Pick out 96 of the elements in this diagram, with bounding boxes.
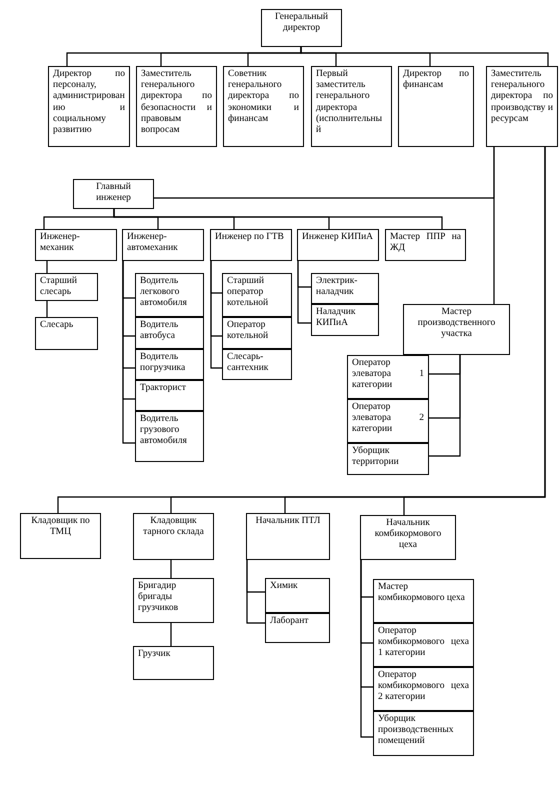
position-box bbox=[311, 273, 379, 304]
connector-line bbox=[46, 261, 48, 273]
position-title: Химик bbox=[270, 581, 299, 592]
position-title: Оператор комбикормового цеха 1 категории bbox=[378, 626, 469, 660]
connector-line bbox=[46, 301, 48, 317]
position-box bbox=[48, 66, 130, 147]
position-box bbox=[135, 317, 204, 349]
position-box bbox=[347, 443, 429, 475]
position-box bbox=[35, 317, 98, 350]
position-title: Инженер-автомеханик bbox=[127, 232, 179, 254]
position-title: Инженер по ГТВ bbox=[215, 232, 285, 244]
connector-line bbox=[170, 560, 172, 578]
position-box bbox=[398, 66, 474, 147]
position-title: Слесарь-сантехник bbox=[227, 352, 270, 374]
position-box bbox=[122, 229, 204, 261]
position-box bbox=[246, 513, 330, 560]
position-title: Начальник комбикормового цеха bbox=[374, 518, 442, 552]
position-title: Водитель автобуса bbox=[140, 320, 180, 342]
position-box bbox=[135, 349, 204, 380]
position-title: Тракторист bbox=[140, 383, 187, 394]
position-title: Первый заместитель генерального директора (исполнительный bbox=[316, 69, 383, 136]
position-title: Мастер ППР на ЖД bbox=[390, 232, 461, 254]
position-title: Начальник ПТЛ bbox=[254, 516, 322, 528]
position-box bbox=[222, 349, 292, 380]
position-title: Мастер производственного участка bbox=[416, 307, 496, 341]
connector-line bbox=[113, 209, 443, 229]
position-title: Оператор комбикормового цеха 2 категории bbox=[378, 670, 469, 704]
position-box bbox=[373, 623, 474, 667]
position-title: Лаборант bbox=[270, 616, 310, 628]
position-box bbox=[135, 411, 204, 462]
position-title: Старший оператор котельной bbox=[227, 276, 270, 310]
position-box bbox=[486, 66, 558, 147]
position-title: Оператор элеватора 1 категории bbox=[352, 358, 424, 392]
position-title: Кладовщик тарного склада bbox=[142, 516, 205, 538]
position-title: Оператор элеватора 2 категории bbox=[352, 402, 424, 436]
position-title: Электрик-наладчик bbox=[316, 276, 358, 298]
position-title: Директор по персоналу, администрированию и социальному развитию bbox=[53, 69, 125, 136]
position-title: Оператор котельной bbox=[227, 320, 270, 342]
position-box bbox=[311, 66, 392, 147]
position-box bbox=[403, 304, 510, 355]
position-title: Заместитель генерального директора по производству и ресурсам bbox=[491, 69, 553, 126]
connector-line bbox=[297, 261, 311, 324]
position-box bbox=[135, 273, 204, 317]
position-box bbox=[373, 711, 474, 756]
position-title: Грузчик bbox=[138, 649, 172, 660]
position-box bbox=[385, 229, 466, 261]
position-box bbox=[133, 578, 214, 623]
position-box bbox=[133, 646, 214, 680]
position-box bbox=[347, 355, 429, 399]
position-title: Инженер КИПиА bbox=[302, 232, 374, 244]
position-box bbox=[222, 273, 292, 317]
position-title: Заместитель генерального директора по безопасности и правовым вопросам bbox=[141, 69, 212, 136]
position-title: Уборщик производственных помещений bbox=[378, 714, 454, 748]
position-title: Уборщик территории bbox=[352, 446, 400, 468]
position-title: Кладовщик по ТМЦ bbox=[30, 516, 91, 538]
connector-line bbox=[493, 147, 495, 304]
position-box bbox=[136, 66, 217, 147]
position-title: Бригадир бригады грузчиков bbox=[138, 581, 180, 615]
position-box bbox=[133, 513, 214, 560]
position-box bbox=[20, 513, 101, 559]
position-title: Водитель легкового автомобиля bbox=[140, 276, 188, 310]
position-box bbox=[222, 317, 292, 349]
position-box bbox=[35, 229, 117, 261]
connector-line bbox=[246, 560, 265, 624]
position-box bbox=[135, 380, 204, 411]
position-title: Старший слесарь bbox=[40, 276, 78, 298]
position-box bbox=[297, 229, 379, 261]
position-title: Директор по финансам bbox=[403, 69, 469, 92]
connector-line bbox=[360, 560, 373, 738]
position-title: Главный инженер bbox=[95, 182, 132, 204]
position-title: Слесарь bbox=[40, 320, 74, 332]
position-box bbox=[73, 179, 154, 209]
position-box bbox=[261, 9, 342, 47]
position-box bbox=[373, 667, 474, 711]
position-title: Инженер-механик bbox=[40, 232, 81, 254]
position-box bbox=[265, 613, 330, 643]
connector-line bbox=[300, 47, 549, 66]
position-box bbox=[360, 515, 456, 560]
position-title: Мастер комбикормового цеха bbox=[378, 582, 466, 604]
position-title: Советник генерального директора по экономики и финансам bbox=[228, 69, 299, 126]
position-title: Наладчик КИПиА bbox=[316, 307, 356, 330]
connector-line bbox=[170, 623, 172, 646]
connector-line bbox=[403, 147, 546, 515]
position-box bbox=[265, 578, 330, 613]
position-title: Водитель грузового автомобиля bbox=[140, 414, 188, 448]
connector-line bbox=[122, 261, 135, 444]
position-box bbox=[210, 229, 292, 261]
position-box bbox=[373, 579, 474, 623]
position-box bbox=[223, 66, 304, 147]
connector-line bbox=[429, 355, 461, 457]
position-box bbox=[347, 399, 429, 443]
position-box bbox=[311, 304, 379, 336]
position-box bbox=[35, 273, 98, 301]
position-title: Водитель погрузчика bbox=[140, 352, 186, 374]
position-title: Генеральный директор bbox=[274, 12, 329, 34]
connector-line bbox=[210, 261, 222, 369]
